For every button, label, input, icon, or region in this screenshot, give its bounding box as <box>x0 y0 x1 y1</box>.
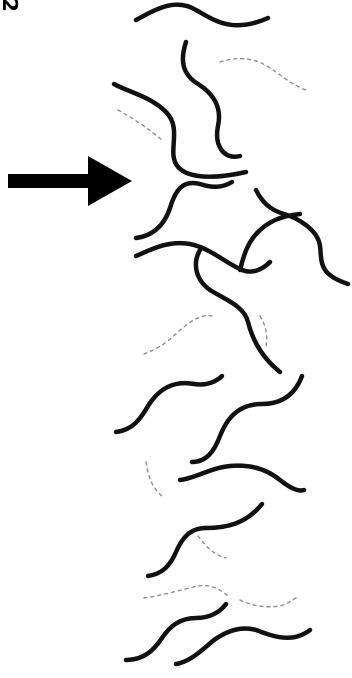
faint-strand-4 <box>259 315 268 347</box>
strand-8 <box>193 247 283 375</box>
faint-strand-6 <box>197 535 227 559</box>
strand-12 <box>145 501 265 579</box>
strand-9 <box>113 373 225 435</box>
strand-3 <box>111 81 249 179</box>
right-arrow-icon <box>8 156 132 206</box>
strand-10 <box>189 373 305 465</box>
strand-1 <box>133 2 271 28</box>
strand-4 <box>133 179 235 241</box>
faint-strand-2 <box>117 109 163 141</box>
faint-strand-7 <box>143 584 231 599</box>
strand-13 <box>123 601 229 663</box>
strand-7 <box>237 211 303 273</box>
faint-strand-5 <box>145 461 163 497</box>
strand-2 <box>180 39 243 159</box>
faint-strand-8 <box>239 597 297 608</box>
faint-strand-3 <box>143 314 213 355</box>
strand-11 <box>177 463 307 493</box>
faint-strand-1 <box>219 57 307 91</box>
strand-14 <box>173 626 313 667</box>
strand-6 <box>133 240 273 274</box>
strand-5 <box>253 187 351 287</box>
